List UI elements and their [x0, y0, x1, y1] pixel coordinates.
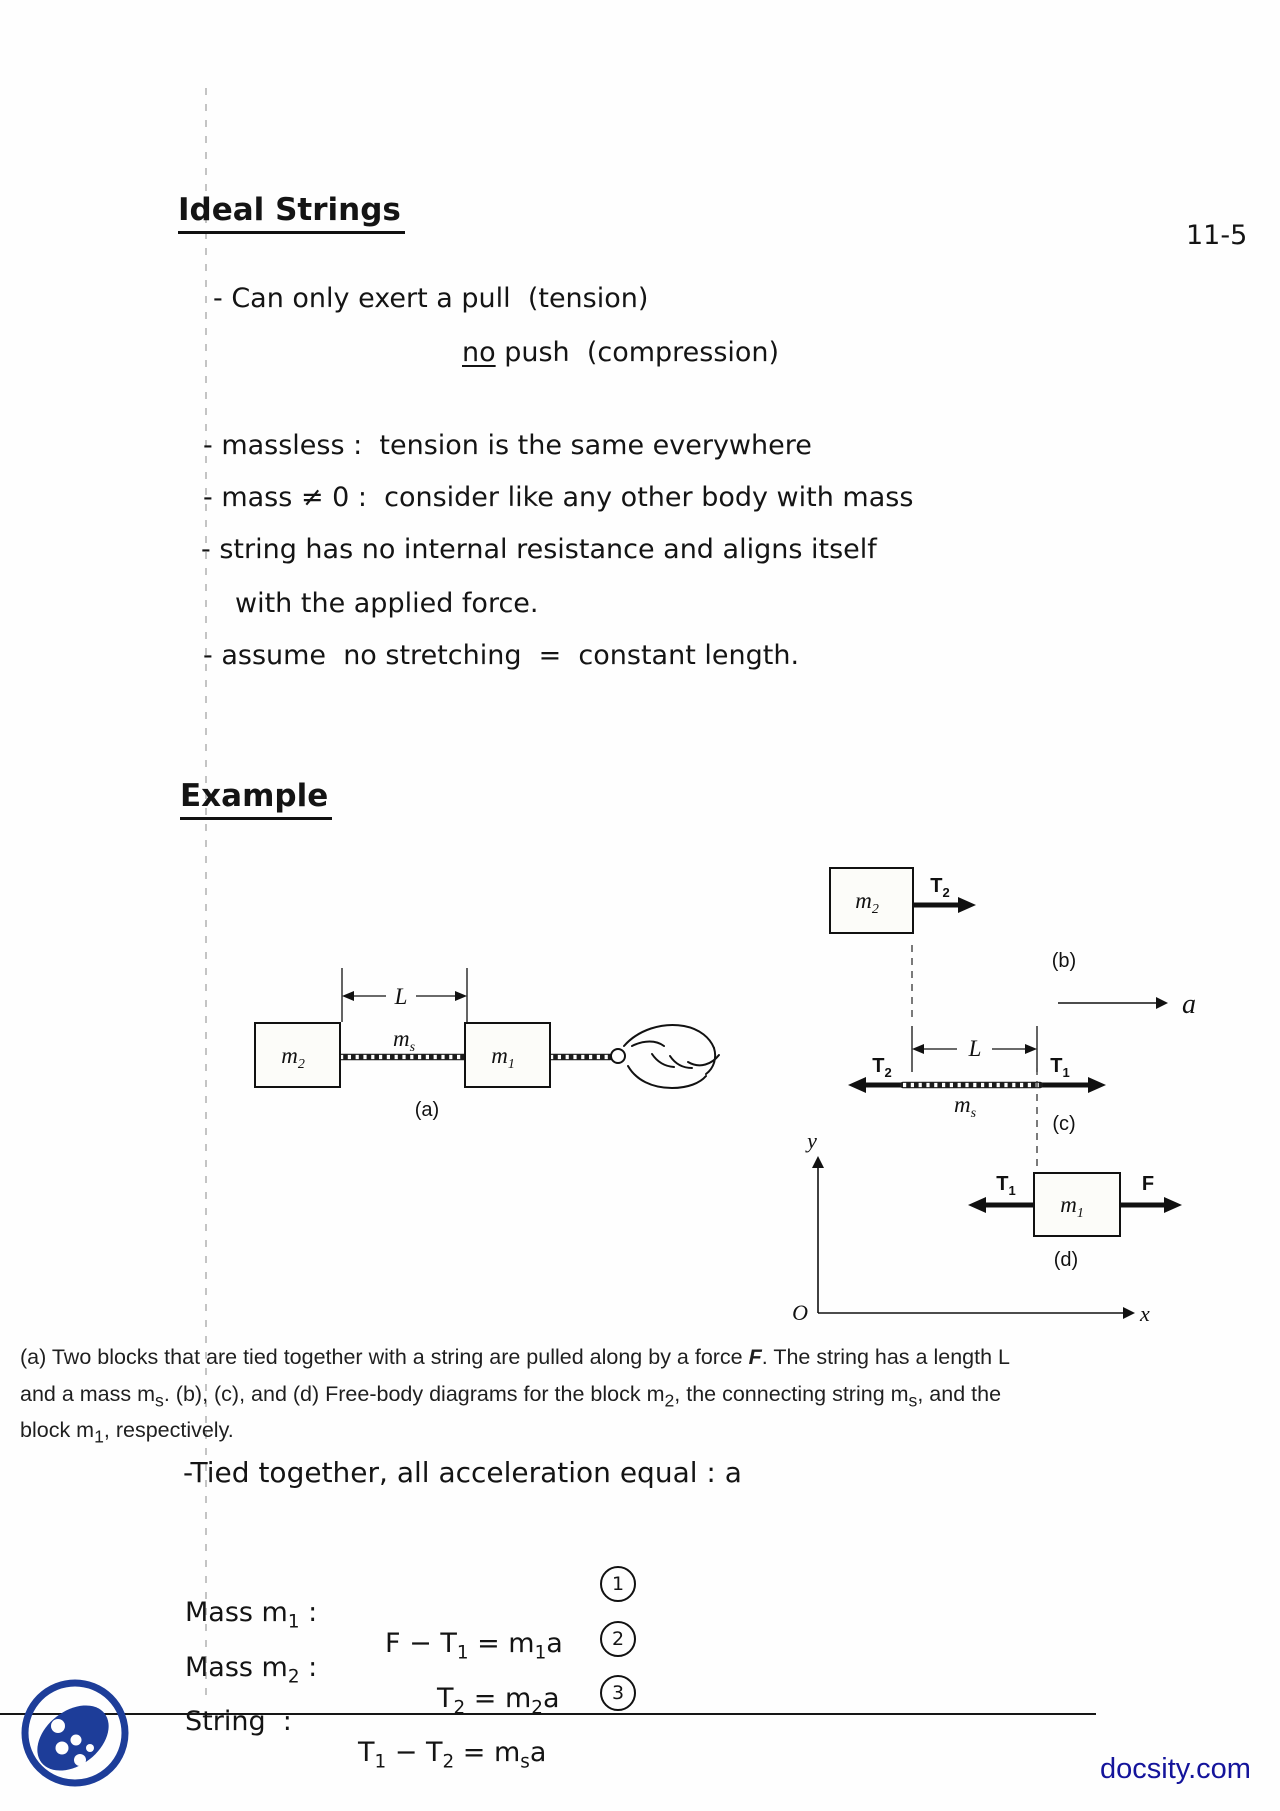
- coordinate-axes: y x O: [792, 1128, 1150, 1326]
- note-line-massless: - massless : tension is the same everywh…: [203, 430, 812, 461]
- label-origin: O: [792, 1300, 808, 1325]
- label-L-c: L: [968, 1036, 982, 1061]
- fig-a-tag: (a): [415, 1099, 439, 1121]
- fig-b-tag: (b): [1052, 950, 1076, 972]
- note-line-no-stretching: - assume no stretching = constant length…: [203, 640, 800, 671]
- note-line-mass-nonzero: - mass ≠ 0 : consider like any other bod…: [203, 482, 914, 513]
- equation-mass-m1: Mass m1 : F − T1 = m1a 1: [0, 1566, 1000, 1662]
- label-F-d: F: [1142, 1173, 1154, 1195]
- fig-a: L ms m2 m1 (a): [254, 968, 720, 1121]
- equation-string: String : T1 − T2 = msa 3: [0, 1675, 1000, 1771]
- fig-a-dimension-L: L: [341, 968, 468, 1022]
- example-heading: Example: [180, 778, 333, 820]
- bottom-rule: [0, 1713, 1096, 1715]
- figure-caption: (a) Two blocks that are tied together wi…: [20, 1339, 1010, 1449]
- label-m2-a: m2: [281, 1043, 305, 1072]
- note-line-applied-force: with the applied force.: [235, 588, 539, 619]
- equation-formula: T1 − T2 = msa: [358, 1737, 547, 1773]
- label-T1-d: T1: [996, 1173, 1015, 1198]
- caption-line-2: and a mass ms. (b), (c), and (d) Free-bo…: [20, 1381, 1002, 1410]
- note-line-no-internal-resistance: - string has no internal resistance and …: [201, 534, 877, 565]
- fig-c: L T2 T1 ms (c): [848, 1026, 1106, 1168]
- equation-mass-m2: Mass m2 : T2 = m2a 2: [0, 1621, 1000, 1717]
- label-x-axis: x: [1139, 1301, 1150, 1326]
- notebook-margin-line: [205, 88, 207, 1703]
- label-m1-d: m1: [1060, 1192, 1084, 1221]
- label-T1-c: T1: [1050, 1055, 1069, 1080]
- figure-blocks-and-string: L ms m2 m1 (a) m2 T2: [254, 867, 1196, 1326]
- equation-number-badge: 3: [600, 1675, 636, 1711]
- caption-line-1: (a) Two blocks that are tied together wi…: [20, 1345, 1010, 1369]
- label-T2-b: T2: [930, 875, 949, 900]
- label-ms-c: ms: [954, 1092, 977, 1121]
- docsity-brand-link[interactable]: docsity.com: [1100, 1753, 1251, 1785]
- block-m1-a: [464, 1022, 551, 1088]
- equation-label: Mass m2 :: [185, 1652, 318, 1688]
- note-line-pull: - Can only exert a pull (tension): [213, 283, 649, 314]
- label-m1-a: m1: [491, 1043, 515, 1072]
- caption-line-3: block m1, respectively.: [20, 1418, 234, 1447]
- label-ms-a: ms: [393, 1026, 416, 1055]
- equation-formula: F − T1 = m1a: [385, 1628, 563, 1664]
- acceleration-arrow: a: [1058, 989, 1196, 1020]
- hand-sketch: [610, 1024, 720, 1089]
- block-m2-b: [829, 867, 914, 934]
- block-m1-d: [1033, 1172, 1121, 1237]
- label-a: a: [1182, 989, 1196, 1020]
- fig-d-tag: (d): [1054, 1249, 1078, 1271]
- equation-label: String :: [185, 1706, 292, 1737]
- page-title: Ideal Strings: [178, 192, 405, 234]
- fig-b: m2 T2 (b): [829, 867, 1076, 1018]
- docsity-logo[interactable]: [18, 1676, 133, 1791]
- label-T2-c: T2: [872, 1055, 891, 1080]
- fig-c-tag: (c): [1052, 1113, 1075, 1135]
- equation-number-badge: 1: [600, 1566, 636, 1602]
- label-y-axis: y: [805, 1128, 817, 1153]
- label-L-a: L: [394, 984, 408, 1009]
- label-m2-b: m2: [855, 888, 879, 917]
- fig-d: m1 T1 F (d): [968, 1172, 1182, 1271]
- page-number: 11-5: [1186, 220, 1248, 251]
- equation-number-badge: 2: [600, 1621, 636, 1657]
- equation-formula: T2 = m2a: [437, 1683, 560, 1719]
- equation-label: Mass m1 :: [185, 1597, 318, 1633]
- work-note: -Tied together, all acceleration equal :…: [183, 1456, 742, 1489]
- note-line-no-push: no push (compression): [462, 337, 780, 368]
- block-m2-a: [254, 1022, 341, 1088]
- fig-c-dimension-L: L: [911, 1026, 1038, 1072]
